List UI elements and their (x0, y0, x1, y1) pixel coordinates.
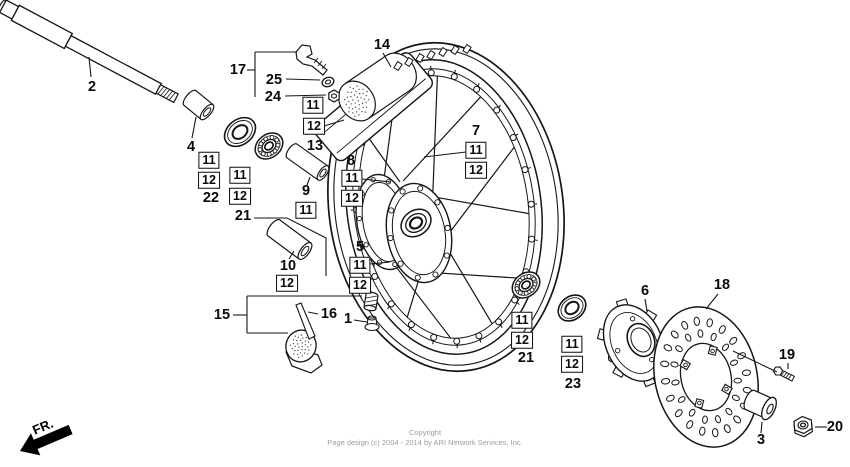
copyright-footer: Copyright Page design (c) 2004 - 2014 by… (0, 428, 850, 448)
rim-segment-drawing (314, 43, 472, 162)
rim-lock-drawing (285, 291, 380, 374)
disc-bolt-drawing (772, 366, 795, 382)
left-side-parts (182, 89, 330, 261)
axle-shaft-drawing (0, 0, 180, 104)
front-hub-drawing (355, 173, 453, 284)
right-side-parts (511, 271, 587, 322)
axle-nut-drawing (793, 415, 813, 438)
leader-lines (88, 51, 827, 434)
side-spacer-drawing (743, 389, 777, 421)
copyright-line-1: Copyright (408, 428, 442, 437)
valve-stem-drawing (295, 44, 340, 103)
brake-disc-drawing (653, 306, 759, 448)
copyright-line-2: Page design (c) 2004 - 2014 by ARI Netwo… (327, 438, 523, 448)
